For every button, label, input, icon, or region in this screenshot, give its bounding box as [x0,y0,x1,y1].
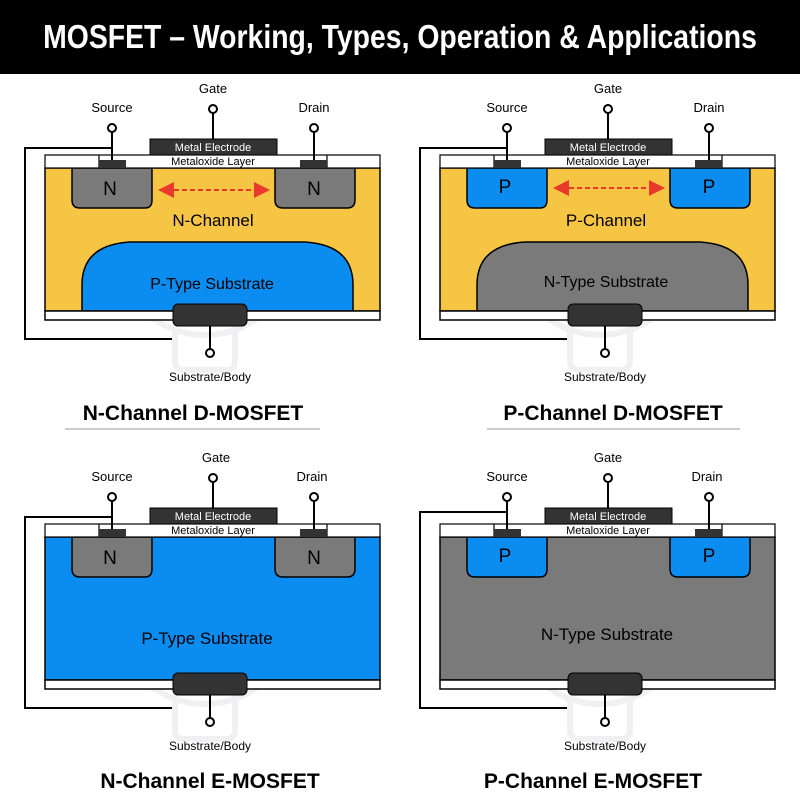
diagram-caption: N-Channel E-MOSFET [100,770,320,793]
drain-region [274,167,356,209]
drain-region-label: P [703,546,716,567]
oxide-layer-label: Metaloxide Layer [566,156,650,168]
drain-region-label: P [703,177,716,198]
source-label: Source [91,100,132,115]
diagram-caption: P-Channel D-MOSFET [503,402,723,425]
oxide-layer-label: Metaloxide Layer [566,525,650,537]
source-terminal [107,123,117,133]
substrate-label: P-Type Substrate [150,276,274,293]
source-region-label: N [103,179,117,200]
oxide-layer-label: Metaloxide Layer [171,156,255,168]
page-title: MOSFET – Working, Types, Operation & App… [43,18,757,55]
drain-label: Drain [298,100,329,115]
body-terminal [205,348,215,358]
drain-label: Drain [296,469,327,484]
gate-terminal [603,104,613,114]
source-region-label: N [103,548,117,569]
diagram-p-channel-e-mosfet: Source Gate Drain Substrate/Body Metal E… [419,450,776,793]
source-contact [99,529,126,537]
source-region [71,536,153,578]
gate-label: Gate [199,81,227,96]
source-contact [494,529,521,537]
source-terminal [502,123,512,133]
source-region-label: P [499,177,512,198]
body-electrode [567,303,643,327]
drain-region [274,536,356,578]
source-region [71,167,153,209]
drain-label: Drain [691,469,722,484]
source-terminal [107,492,117,502]
gate-label: Gate [202,450,230,465]
body-label: Substrate/Body [169,739,251,753]
body-source-wire [419,147,567,340]
source-region-label: P [499,546,512,567]
body-label: Substrate/Body [564,739,646,753]
body-electrode [567,672,643,696]
body-label: Substrate/Body [169,370,251,384]
diagram-caption: N-Channel D-MOSFET [83,402,304,425]
drain-contact [300,160,327,168]
source-label: Source [91,469,132,484]
source-contact [99,160,126,168]
diagram-caption: P-Channel E-MOSFET [484,770,702,793]
body-electrode [172,672,248,696]
drain-terminal [704,123,714,133]
drain-terminal [704,492,714,502]
drain-region-label: N [307,548,321,569]
body-terminal [600,717,610,727]
drain-region [669,536,751,578]
source-terminal [502,492,512,502]
drain-region [669,167,751,209]
drain-terminal [309,123,319,133]
metal-electrode-label: Metal Electrode [570,142,646,154]
body-terminal [205,717,215,727]
source-contact [494,160,521,168]
body-label: Substrate/Body [564,370,646,384]
channel-label: P-Channel [566,211,646,230]
drain-label: Drain [693,100,724,115]
title-banner: MOSFET – Working, Types, Operation & App… [0,0,800,74]
metal-electrode-label: Metal Electrode [175,142,251,154]
substrate-region [81,241,354,312]
substrate-region [476,241,749,312]
body-source-wire [24,147,172,340]
gate-label: Gate [594,450,622,465]
body-source-wire [419,511,567,709]
body-electrode [172,303,248,327]
source-region [466,167,548,209]
diagram-p-channel-d-mosfet: Source Gate Drain Substrate/Body Metal E… [419,81,776,430]
drain-contact [695,160,722,168]
drain-terminal [309,492,319,502]
source-region [466,536,548,578]
gate-label: Gate [594,81,622,96]
substrate-label: P-Type Substrate [141,629,272,648]
source-label: Source [486,100,527,115]
body-source-wire [24,516,172,709]
body-terminal [600,348,610,358]
gate-terminal [208,473,218,483]
drain-contact [300,529,327,537]
substrate-label: N-Type Substrate [541,625,673,644]
diagram-n-channel-e-mosfet: Source Gate Drain Substrate/Body Metal E… [24,450,381,793]
gate-terminal [603,473,613,483]
oxide-layer-label: Metaloxide Layer [171,525,255,537]
substrate-label: N-Type Substrate [544,274,669,291]
metal-electrode-label: Metal Electrode [570,511,646,523]
drain-region-label: N [307,179,321,200]
source-label: Source [486,469,527,484]
diagram-n-channel-d-mosfet: Source Gate Drain Substrate/Body Metal E… [24,81,381,430]
metal-electrode-label: Metal Electrode [175,511,251,523]
gate-terminal [208,104,218,114]
channel-label: N-Channel [172,211,253,230]
drain-contact [695,529,722,537]
